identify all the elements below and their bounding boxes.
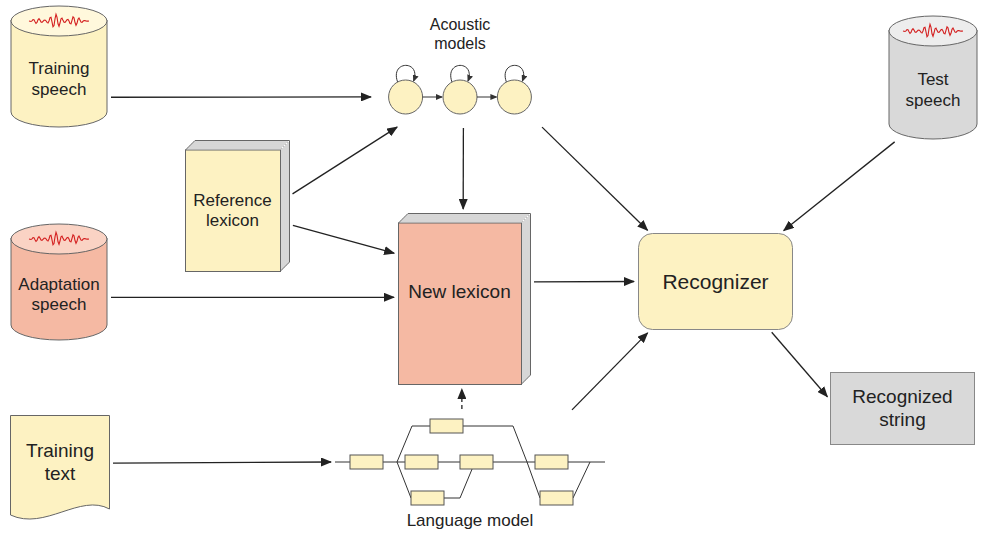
lattice-word	[350, 455, 383, 469]
text-area: Adaptation speech	[15, 257, 103, 333]
text-area: Recognizer	[644, 239, 787, 324]
cylinder-top	[11, 224, 107, 254]
waveform	[29, 232, 89, 245]
connector-arrow	[534, 281, 634, 283]
hmm-model: Acoustic models	[375, 8, 545, 125]
lattice-word	[405, 455, 438, 469]
language-model: Language model	[335, 412, 605, 533]
text-area: Test speech	[893, 49, 973, 132]
output-box: Recognized string	[830, 372, 975, 445]
text-area: Reference lexicon	[191, 156, 274, 266]
lattice-arc	[383, 462, 397, 463]
book-cover	[186, 150, 281, 272]
node-label: Training speech	[15, 59, 103, 100]
node-label: New lexicon	[408, 281, 510, 304]
hmm-state	[443, 80, 477, 114]
lattice-word	[430, 419, 463, 433]
lattice-arc	[573, 462, 590, 498]
connector-arrow	[111, 96, 371, 98]
book-pages	[399, 214, 531, 385]
node-label: Training text	[15, 440, 105, 486]
node-label: Acoustic models	[420, 15, 500, 53]
state-transition	[423, 97, 442, 98]
hmm-state	[389, 80, 423, 114]
connector-arrow	[111, 297, 394, 298]
connector-arrow	[113, 462, 331, 463]
text-area: Acoustic models	[420, 8, 500, 60]
lattice-word	[540, 491, 573, 505]
book-cover	[399, 223, 522, 385]
lattice-arc	[493, 462, 535, 463]
text-area: Training text	[15, 420, 105, 505]
lattice-word	[460, 455, 493, 469]
lexicon-book: New lexicon	[398, 213, 531, 385]
state-transition	[477, 97, 496, 98]
process-box: Recognizer	[638, 233, 793, 330]
lattice-arc	[568, 462, 605, 463]
lattice-arc	[397, 462, 405, 463]
cylinder-top	[11, 6, 107, 36]
lattice-word	[535, 455, 568, 469]
lexicon-book: Reference lexicon	[185, 140, 290, 272]
node-label: Adaptation speech	[15, 275, 103, 316]
waveform	[903, 24, 963, 37]
lattice-arc	[438, 462, 460, 463]
document-shape	[11, 416, 110, 520]
text-document: Training text	[10, 415, 110, 527]
speech-database: Training speech	[10, 5, 108, 128]
hmm-state	[497, 80, 531, 114]
node-label: Recognized string	[836, 386, 969, 432]
waveform	[29, 14, 89, 27]
book-pages	[186, 141, 290, 272]
node-label: Test speech	[893, 70, 973, 111]
output-box-outline	[831, 373, 975, 445]
connector-arrow	[572, 333, 648, 410]
node-label: Language model	[407, 511, 534, 531]
process-box-outline	[639, 234, 793, 330]
node-label: Recognizer	[662, 269, 768, 294]
text-area: Language model	[335, 510, 605, 533]
connector-arrow	[293, 225, 394, 253]
connector-arrow	[784, 142, 895, 231]
lattice-arc	[335, 462, 350, 463]
connector-arrow	[463, 128, 465, 209]
speech-database: Test speech	[888, 15, 978, 140]
text-area: New lexicon	[404, 229, 515, 355]
connector-arrow	[461, 389, 462, 409]
text-area: Recognized string	[836, 376, 969, 441]
cylinder-top	[889, 16, 977, 46]
lattice-word	[411, 491, 444, 505]
connector-arrow	[293, 127, 398, 194]
speech-database: Adaptation speech	[10, 223, 108, 341]
connector-arrow	[542, 127, 647, 230]
text-area: Training speech	[15, 39, 103, 120]
connector-arrow	[772, 332, 828, 396]
node-label: Reference lexicon	[191, 191, 274, 232]
